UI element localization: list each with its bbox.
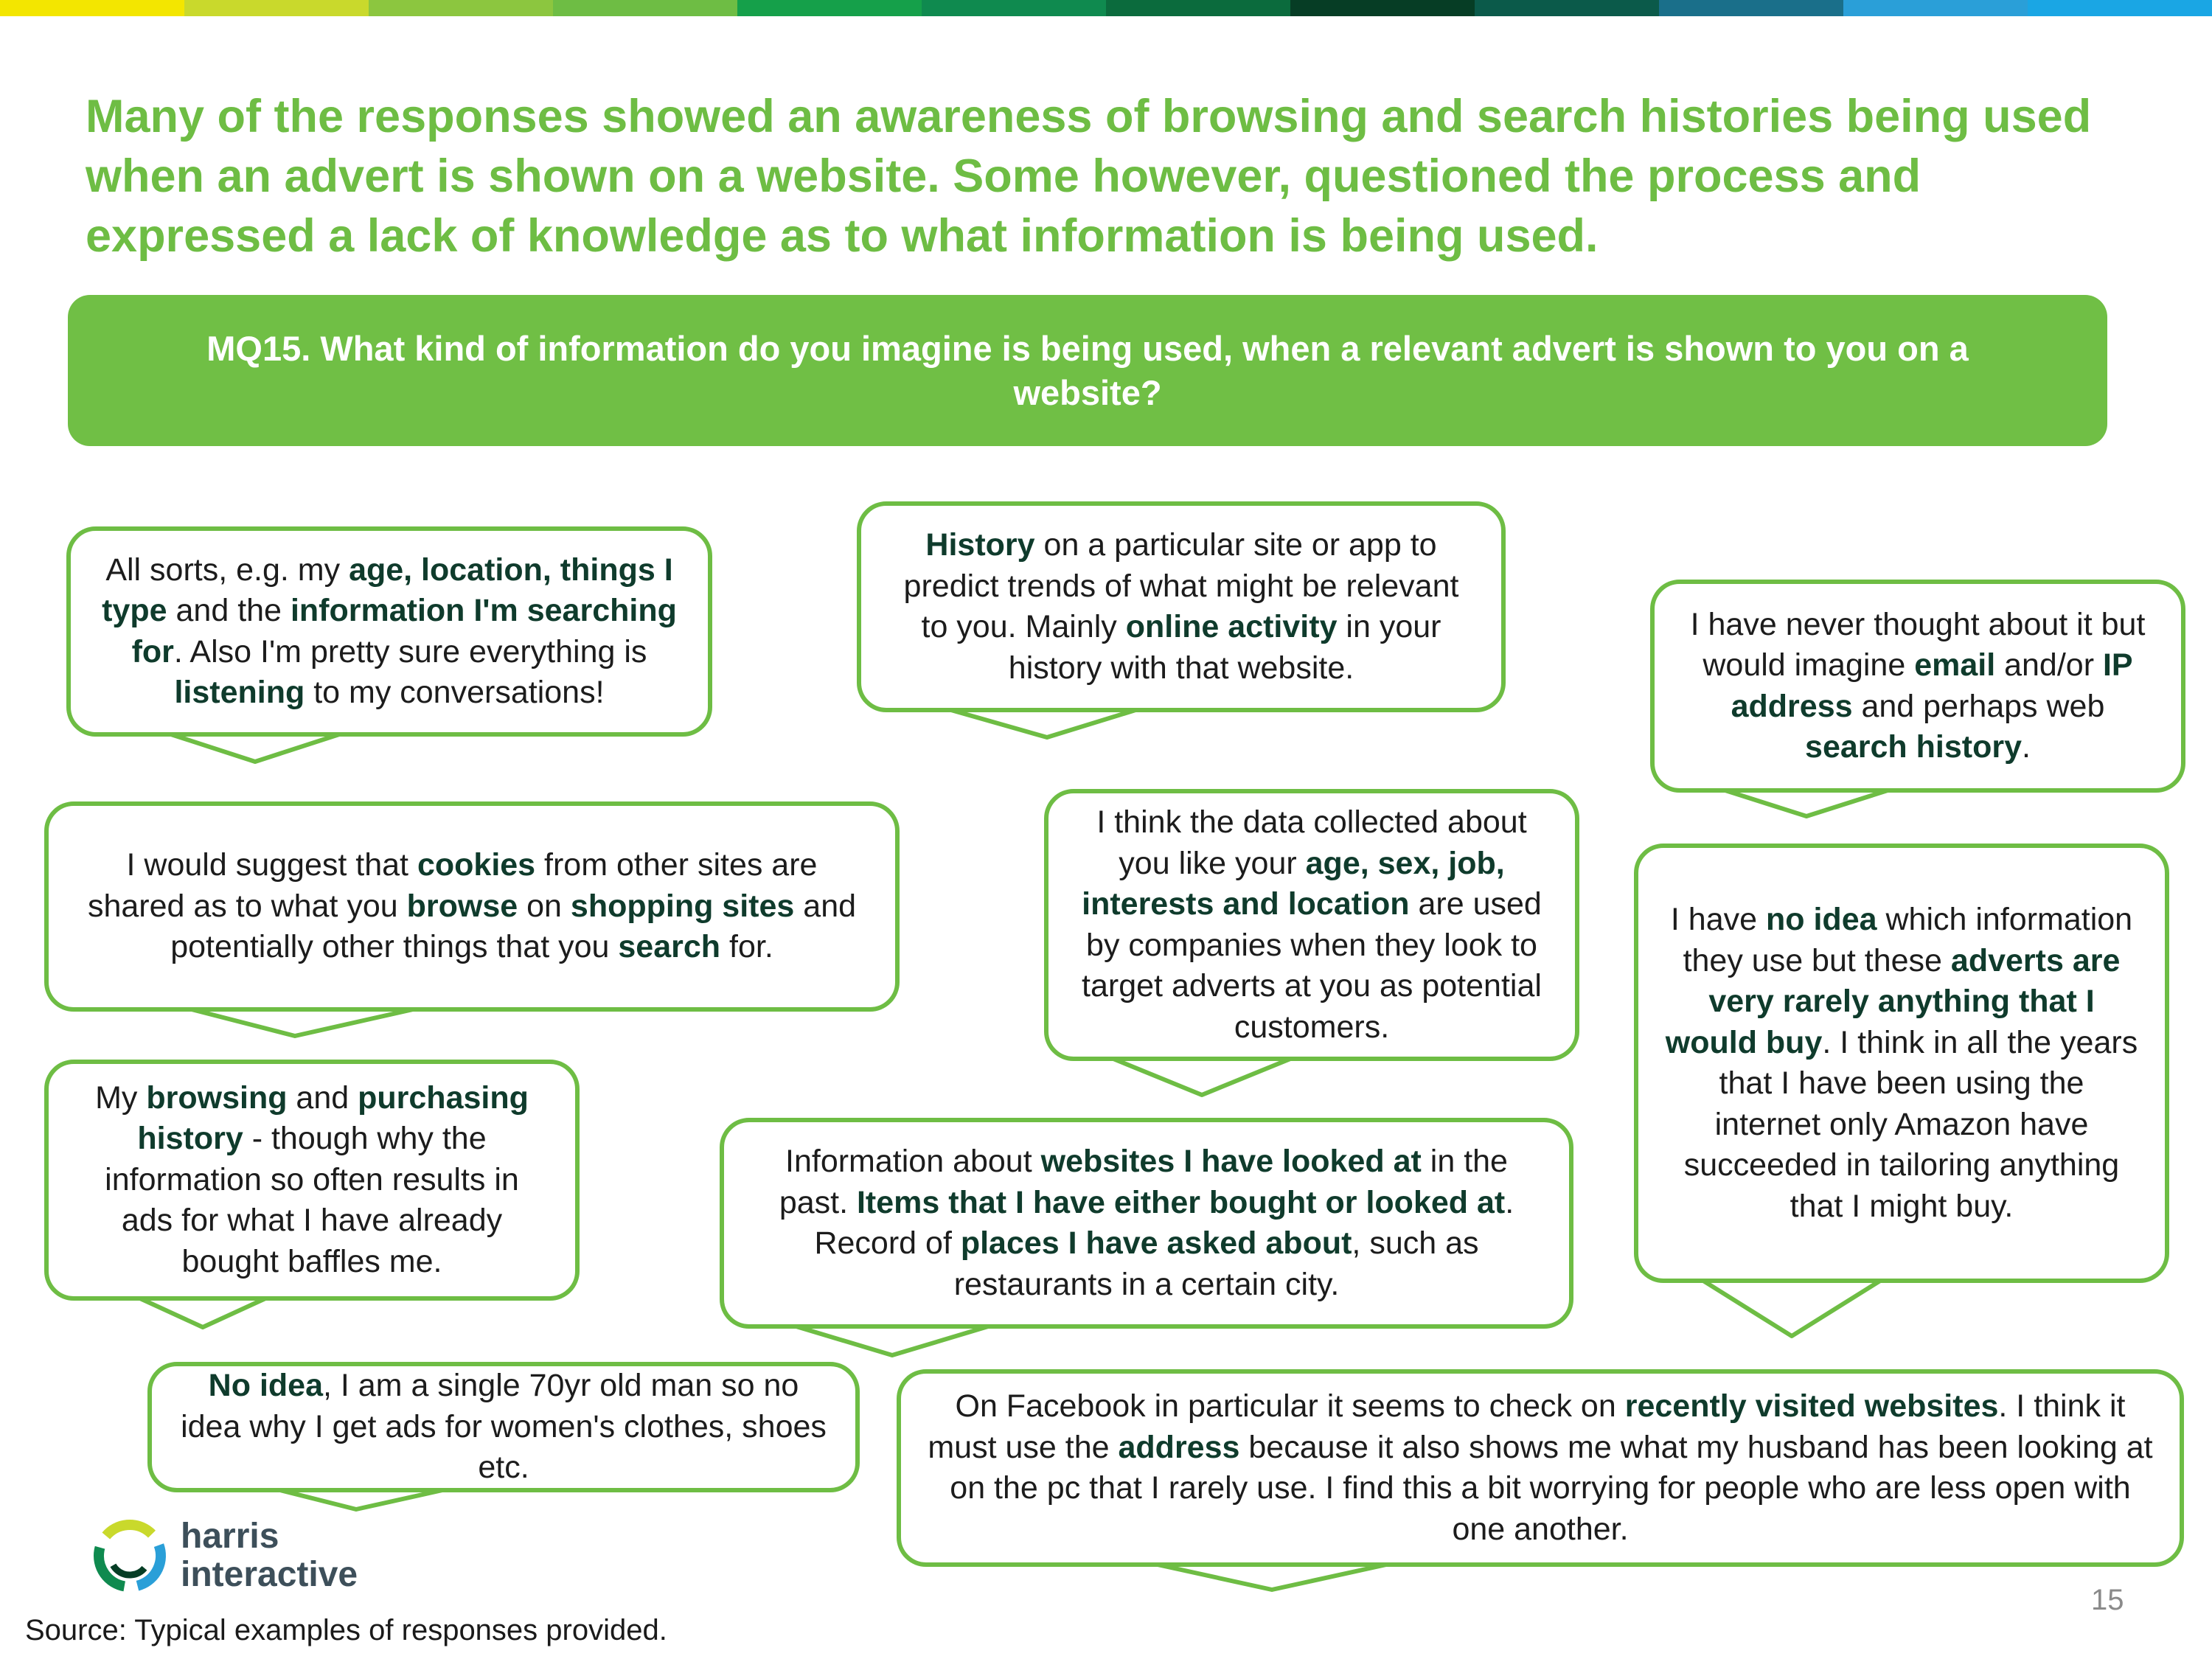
- logo-line-1: harris: [181, 1517, 279, 1556]
- response-text: No idea, I am a single 70yr old man so n…: [181, 1368, 827, 1486]
- logo-wordmark: harris interactive: [181, 1517, 358, 1594]
- bubble-tail: [1725, 788, 1888, 818]
- response-text: On Facebook in particular it seems to ch…: [928, 1388, 2153, 1547]
- response-text: All sorts, e.g. my age, location, things…: [102, 552, 677, 711]
- bubble-tail: [170, 732, 340, 764]
- stripe-segment: [553, 0, 737, 16]
- page-number: 15: [2091, 1584, 2124, 1616]
- stripe-segment: [1475, 0, 1659, 16]
- stripe-segment: [1843, 0, 2028, 16]
- response-text: History on a particular site or app to p…: [903, 527, 1459, 686]
- color-stripe: [0, 0, 2212, 16]
- response-bubble-8: Information about websites I have looked…: [720, 1118, 1573, 1329]
- stripe-segment: [1106, 0, 1290, 16]
- response-bubble-10: On Facebook in particular it seems to ch…: [897, 1369, 2184, 1567]
- bubble-tail: [950, 708, 1136, 740]
- response-bubble-9: No idea, I am a single 70yr old man so n…: [147, 1362, 860, 1492]
- stripe-segment: [184, 0, 369, 16]
- bubble-tail: [279, 1488, 443, 1512]
- bubble-tail: [139, 1296, 267, 1329]
- question-banner: MQ15. What kind of information do you im…: [68, 295, 2107, 446]
- response-bubble-4: I would suggest that cookies from other …: [44, 801, 900, 1012]
- stripe-segment: [737, 0, 922, 16]
- page-title: Many of the responses showed an awarenes…: [86, 91, 2092, 262]
- response-bubble-3: I have never thought about it but would …: [1650, 580, 2185, 793]
- response-text: Information about websites I have looked…: [779, 1144, 1514, 1302]
- bubble-tail: [1157, 1562, 1387, 1592]
- bubble-tail: [1702, 1279, 1882, 1338]
- response-text: I have no idea which information they us…: [1665, 902, 2138, 1224]
- stripe-segment: [1290, 0, 1475, 16]
- bubble-tail: [796, 1324, 989, 1357]
- stripe-segment: [2028, 0, 2212, 16]
- harris-interactive-logo-icon: [94, 1520, 166, 1592]
- stripe-segment: [0, 0, 184, 16]
- response-text: I think the data collected about you lik…: [1082, 804, 1542, 1045]
- response-text: My browsing and purchasing history - tho…: [95, 1079, 529, 1279]
- response-bubble-6: I have no idea which information they us…: [1634, 844, 2169, 1283]
- source-note: Source: Typical examples of responses pr…: [25, 1614, 667, 1646]
- bubble-tail: [1112, 1057, 1292, 1097]
- stripe-segment: [1659, 0, 1843, 16]
- stripe-segment: [369, 0, 553, 16]
- response-text: I would suggest that cookies from other …: [87, 847, 857, 965]
- logo-line-2: interactive: [181, 1555, 358, 1594]
- bubble-tail: [191, 1007, 414, 1038]
- response-text: I have never thought about it but would …: [1690, 606, 2146, 765]
- stripe-segment: [922, 0, 1106, 16]
- response-bubble-1: All sorts, e.g. my age, location, things…: [66, 526, 712, 737]
- response-bubble-2: History on a particular site or app to p…: [857, 501, 1506, 712]
- response-bubble-5: I think the data collected about you lik…: [1044, 789, 1579, 1061]
- response-bubble-7: My browsing and purchasing history - tho…: [44, 1060, 580, 1301]
